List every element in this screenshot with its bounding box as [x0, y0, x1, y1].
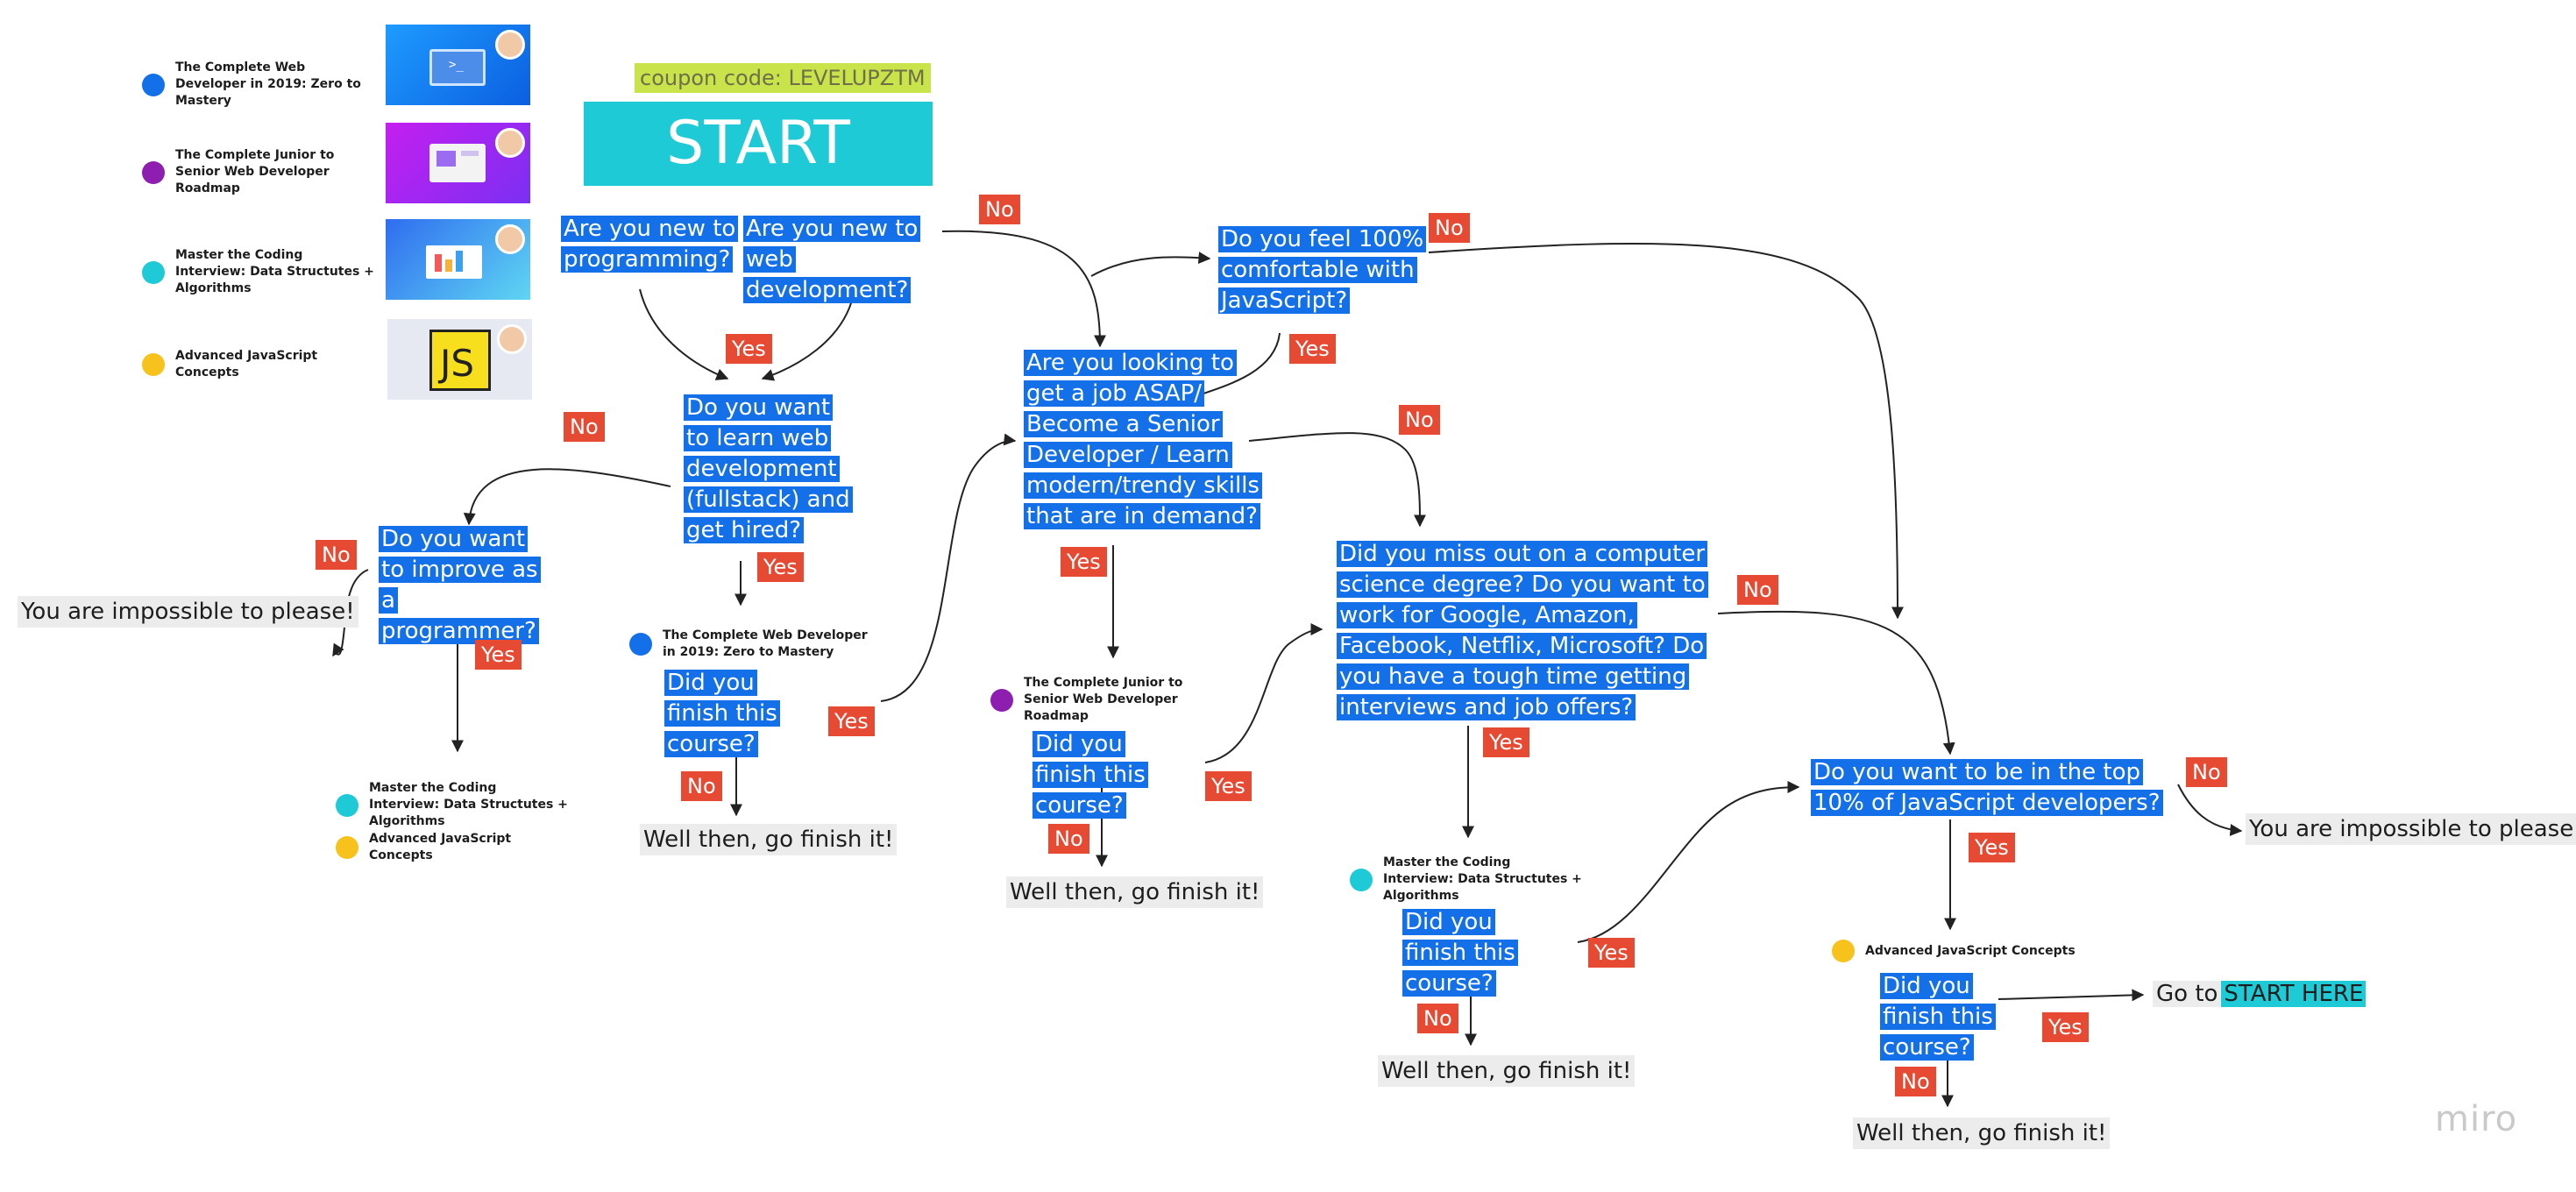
badge-no-learn-web: No — [564, 412, 605, 442]
badge-no-cs: No — [1737, 575, 1778, 605]
dashboard-screen-icon — [386, 123, 530, 203]
course-advanced-js-node: Advanced JavaScript Concepts — [1832, 940, 2093, 962]
badge-yes-finish-2: Yes — [1205, 771, 1252, 801]
edge-job-no — [1248, 432, 1426, 528]
legend-dot — [142, 73, 165, 96]
outcome-go-finish-3: Well then, go finish it! — [1378, 1055, 1636, 1087]
badge-yes-new-programming: Yes — [726, 334, 772, 364]
badge-no-job: No — [1399, 405, 1440, 435]
edge-newprog-yes — [639, 288, 729, 380]
edge-learn-no — [463, 468, 671, 526]
outcome-go-finish-1: Well then, go finish it! — [640, 824, 898, 855]
course-junior-senior-node: The Complete Junior to Senior Web Develo… — [990, 675, 1225, 725]
badge-yes-learn-web: Yes — [757, 552, 804, 582]
question-comfortable-javascript: Do you feel 100% comfortable with JavaSc… — [1218, 224, 1427, 316]
course-dot — [1350, 868, 1373, 891]
question-learn-web-development: Do you want to learn web development (fu… — [684, 393, 855, 546]
badge-yes-finish-3: Yes — [1588, 938, 1635, 968]
badge-yes-top10: Yes — [1969, 833, 2015, 862]
goto-start-link[interactable]: START HERE — [2221, 981, 2367, 1007]
question-job-asap: Are you looking to get a job ASAP/ Becom… — [1024, 348, 1262, 532]
goto-prefix: Go to — [2153, 981, 2222, 1007]
legend-dot — [142, 160, 165, 184]
question-finish-course-3: Did you finish this course? — [1402, 907, 1560, 999]
course-dot — [336, 836, 358, 859]
badge-yes-js: Yes — [1289, 334, 1336, 364]
badge-no-finish-3: No — [1417, 1004, 1458, 1033]
question-finish-course-1: Did you finish this course? — [664, 668, 822, 760]
legend-item-coding-interview: Master the Coding Interview: Data Struct… — [142, 247, 377, 297]
outcome-go-finish-4: Well then, go finish it! — [1853, 1118, 2111, 1149]
badge-no-top10: No — [2186, 757, 2227, 787]
badge-yes-finish-4: Yes — [2042, 1012, 2089, 1042]
edge-finish3-yes — [1577, 781, 1800, 943]
course-advanced-js-node-left: Advanced JavaScript Concepts — [336, 831, 571, 864]
badge-yes-finish-1: Yes — [828, 706, 875, 736]
computer-screen-icon: >_ — [386, 25, 530, 105]
badge-yes-cs: Yes — [1483, 727, 1529, 757]
course-dot — [1832, 940, 1855, 962]
miro-watermark: miro — [2435, 1099, 2518, 1139]
legend-label: The Complete Web Developer in 2019: Zero… — [175, 60, 361, 108]
legend-item-advanced-js: Advanced JavaScript Concepts — [142, 348, 377, 381]
question-finish-course-4: Did you finish this course? — [1880, 971, 2038, 1063]
badge-no-new-web: No — [979, 195, 1020, 224]
legend-dot — [142, 260, 165, 284]
question-computer-science-degree: Did you miss out on a computer science d… — [1337, 539, 1722, 723]
start-here-banner: START HERE — [584, 102, 933, 262]
badge-yes-improve: Yes — [475, 640, 522, 670]
badge-no-finish-1: No — [681, 771, 722, 801]
edge-newweb-js — [1090, 252, 1211, 277]
course-dot — [336, 793, 358, 817]
badge-no-js: No — [1429, 213, 1470, 243]
badge-no-finish-2: No — [1048, 824, 1089, 854]
legend-item-web-developer: The Complete Web Developer in 2019: Zero… — [142, 60, 377, 110]
question-new-to-programming: Are you new to programming? — [561, 214, 741, 275]
legend-label: The Complete Junior to Senior Web Develo… — [175, 148, 335, 195]
outcome-impossible-right: You are impossible to please! — [2246, 813, 2576, 845]
question-top-10-percent: Do you want to be in the top 10% of Java… — [1811, 757, 2183, 819]
edge-top10-no — [2177, 784, 2243, 836]
course-web-developer-node: The Complete Web Developer in 2019: Zero… — [629, 628, 877, 661]
course-dot — [990, 688, 1013, 712]
legend-label: Advanced JavaScript Concepts — [175, 349, 318, 380]
edge-finish1-yes — [880, 433, 1017, 702]
legend-item-junior-senior: The Complete Junior to Senior Web Develo… — [142, 147, 377, 197]
outcome-go-finish-2: Well then, go finish it! — [1006, 876, 1264, 908]
badge-yes-job: Yes — [1061, 547, 1107, 577]
course-dot — [629, 633, 652, 656]
badge-no-finish-4: No — [1895, 1067, 1936, 1096]
question-improve-as-programmer: Do you want to improve as a programmer? — [379, 524, 545, 647]
legend-label: Master the Coding Interview: Data Struct… — [175, 248, 374, 295]
question-finish-course-2: Did you finish this course? — [1033, 729, 1190, 821]
badge-no-improve: No — [316, 540, 357, 570]
outcome-impossible-left: You are impossible to please! — [18, 596, 358, 628]
course-coding-interview-node-left: Master the Coding Interview: Data Struct… — [336, 780, 571, 830]
laptop-charts-icon — [386, 219, 530, 300]
coupon-code: coupon code: LEVELUPZTM — [635, 63, 931, 93]
course-coding-interview-node: Master the Coding Interview: Data Struct… — [1350, 855, 1585, 905]
javascript-logo-icon: JS — [387, 319, 532, 400]
edge-newweb-no — [941, 230, 1106, 348]
legend-dot — [142, 353, 165, 376]
question-new-to-web-development: Are you new to web development? — [743, 214, 954, 306]
edge-cs-no — [1717, 610, 1955, 756]
